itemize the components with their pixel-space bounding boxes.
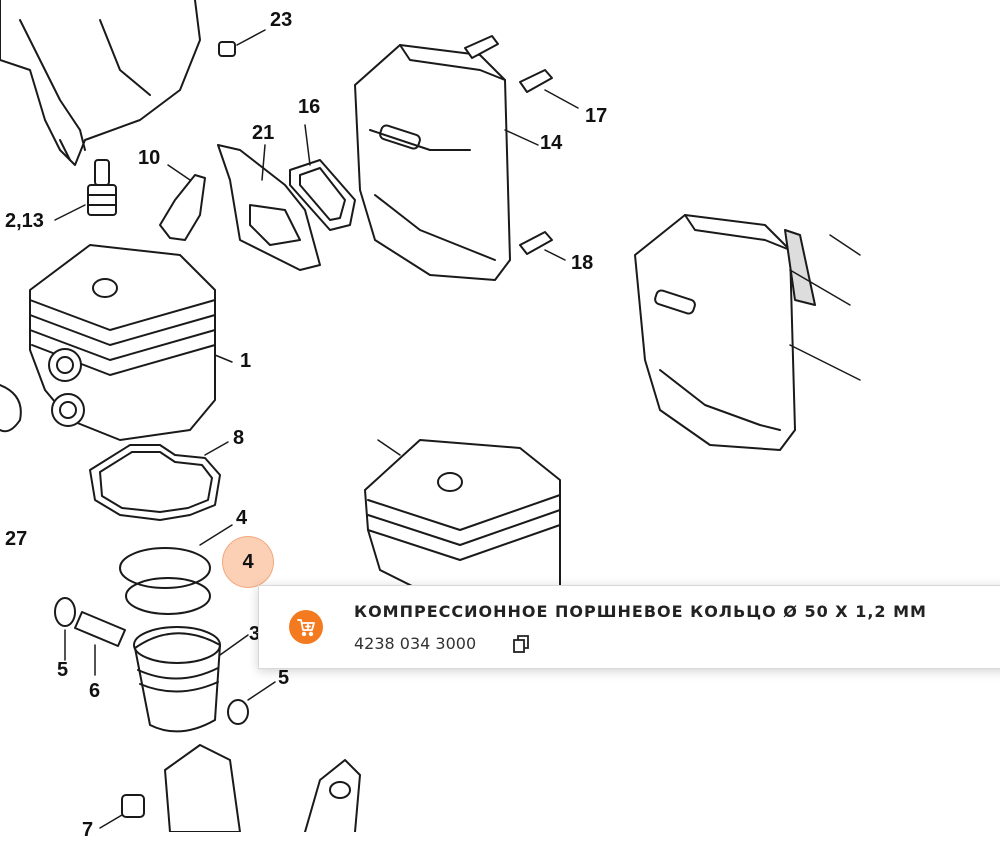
callout-3[interactable]: 3 bbox=[249, 623, 261, 645]
callout-2-13[interactable]: 2,13 bbox=[5, 210, 44, 232]
circlip-5a[interactable] bbox=[54, 597, 76, 661]
callout-4[interactable]: 4 bbox=[236, 507, 248, 529]
callout-5-right[interactable]: 5 bbox=[278, 667, 290, 689]
callout-14[interactable]: 14 bbox=[540, 132, 563, 154]
bolt-top[interactable] bbox=[464, 35, 499, 59]
callout-27[interactable]: 27 bbox=[5, 528, 28, 550]
sensor-10[interactable] bbox=[159, 164, 206, 241]
cylinder-1[interactable] bbox=[29, 244, 233, 441]
add-to-cart-button[interactable] bbox=[289, 610, 323, 644]
gasket-8[interactable] bbox=[89, 441, 229, 521]
callout-5[interactable]: 5 bbox=[57, 659, 69, 681]
callout-7[interactable]: 7 bbox=[82, 819, 94, 841]
selected-hotspot-4[interactable]: 4 bbox=[222, 536, 274, 588]
copy-icon[interactable] bbox=[513, 635, 529, 653]
clamp[interactable] bbox=[0, 384, 22, 433]
callout-18[interactable]: 18 bbox=[571, 252, 594, 274]
callout-17[interactable]: 17 bbox=[585, 105, 608, 127]
muffler-14[interactable] bbox=[354, 44, 539, 281]
piston-pin-6[interactable] bbox=[74, 611, 126, 676]
part-number: 4238 034 3000 bbox=[354, 634, 477, 653]
piston-3[interactable] bbox=[133, 626, 249, 733]
callout-6[interactable]: 6 bbox=[89, 680, 101, 702]
callout-21[interactable]: 21 bbox=[252, 122, 275, 144]
callout-23[interactable]: 23 bbox=[270, 9, 293, 31]
needle-bearing-7[interactable] bbox=[99, 794, 145, 829]
crank-case[interactable] bbox=[164, 744, 361, 832]
bolt-17[interactable] bbox=[519, 69, 579, 109]
cylinder-2[interactable] bbox=[364, 439, 561, 601]
callout-10[interactable]: 10 bbox=[138, 147, 161, 169]
gasket-16[interactable] bbox=[289, 124, 356, 231]
muffler-right[interactable] bbox=[634, 214, 861, 451]
callout-8[interactable]: 8 bbox=[233, 427, 245, 449]
piston-ring-4[interactable] bbox=[119, 524, 233, 615]
part-popup: КОМПРЕССИОННОЕ ПОРШНЕВОЕ КОЛЬЦО Ø 50 Х 1… bbox=[258, 585, 1000, 669]
add-to-cart-icon bbox=[297, 619, 315, 637]
bolt-23[interactable] bbox=[218, 29, 266, 57]
bolt-18[interactable] bbox=[519, 231, 566, 261]
circlip-5b[interactable] bbox=[227, 681, 276, 725]
spark-plug[interactable] bbox=[54, 159, 117, 221]
callout-16[interactable]: 16 bbox=[298, 96, 321, 118]
part-title: КОМПРЕССИОННОЕ ПОРШНЕВОЕ КОЛЬЦО Ø 50 Х 1… bbox=[354, 602, 927, 621]
cover-part[interactable] bbox=[0, 0, 201, 166]
shield-21[interactable] bbox=[217, 144, 321, 271]
callout-1[interactable]: 1 bbox=[240, 350, 252, 372]
